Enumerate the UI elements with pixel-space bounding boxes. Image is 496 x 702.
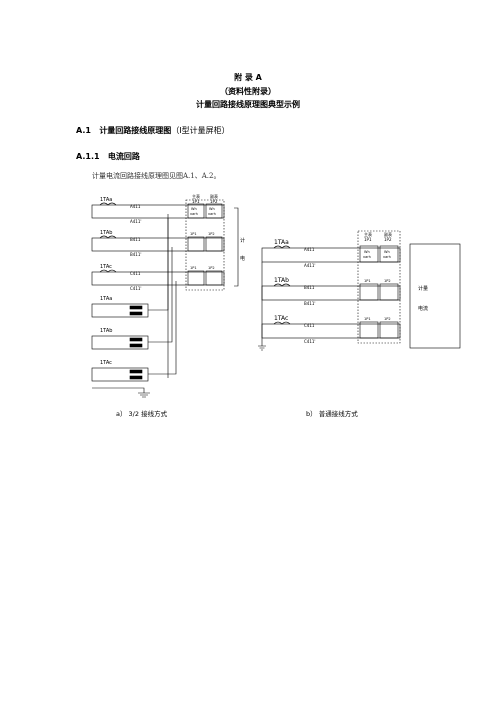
- meter-term: 1P1: [364, 279, 371, 283]
- appendix-nature: （资料性附录）: [220, 87, 276, 96]
- side-label: 电流: [418, 305, 428, 312]
- section-note: （I型计量屏柜）: [171, 126, 230, 135]
- wire-label: A411': [304, 263, 315, 268]
- side-label: 电: [240, 255, 245, 262]
- wire-label: B411': [304, 301, 315, 306]
- wire-label: C411': [304, 339, 316, 344]
- meter-term: 1P2: [384, 279, 391, 283]
- ct-label: 1TAc: [274, 315, 288, 322]
- wire-label: C411': [130, 286, 142, 291]
- meter-term: 1P2: [208, 266, 215, 270]
- wire-label: B411: [130, 237, 141, 242]
- section-a11-heading: A.1.1 电流回路: [76, 151, 140, 162]
- wire-label: C411: [304, 323, 315, 328]
- meter-term: 1P1: [190, 266, 197, 270]
- meter-text: varh: [190, 212, 198, 216]
- ct-label: 1TAc: [100, 264, 112, 270]
- caption-b: b） 普通接线方式: [306, 410, 358, 418]
- diagram-b-schematic: 主表 1P1 副表 1P2 1TAa A411 A411' 1TAb B411 …: [258, 230, 461, 351]
- col-header-sub: 副表: [384, 231, 392, 237]
- meter-text: varh: [383, 255, 391, 259]
- ct-group-lower: 1TAa 1TAb 1TAc: [91, 296, 149, 382]
- ct-group-c: 1TAc C411 C411': [91, 264, 225, 291]
- ct-label: 1TAb: [100, 230, 112, 236]
- side-label: 计量: [418, 285, 428, 292]
- appendix-heading: 附 录 A: [234, 73, 262, 82]
- meter-term: 1P1: [190, 232, 197, 236]
- wire-label: C411: [130, 271, 141, 276]
- wire-label: A411: [304, 247, 315, 252]
- meter-text: Wh: [364, 250, 370, 254]
- col-header-main-id: 1P1: [192, 199, 200, 204]
- meter-text: varh: [363, 255, 371, 259]
- ct-group-c: 1TAc C411 C411': [261, 315, 401, 344]
- meter-text: Wh: [191, 207, 197, 211]
- wire-label: A411: [130, 204, 141, 209]
- col-header-sub-id: 1P2: [210, 199, 218, 204]
- meter-text: varh: [208, 212, 216, 216]
- meter-term: 1P2: [208, 232, 215, 236]
- wire-label: B411: [304, 285, 315, 290]
- col-header-main: 主表: [364, 231, 372, 237]
- col-header-sub-id: 1P2: [384, 237, 392, 242]
- section-title: 电流回路: [107, 152, 140, 161]
- side-label: 计: [240, 237, 245, 244]
- body-paragraph: 计量电流回路接线原理图见图A.1、A.2。: [92, 172, 221, 180]
- meter-block: Wh varh Wh varh 1P1 1P2 1P1 1P2: [357, 230, 401, 344]
- section-number: A.1: [76, 126, 91, 135]
- meter-term: 1P1: [364, 317, 371, 321]
- diagram-a-schematic: 主表 1P1 副表 1P2 1TAa A411 A411' 1TAb B411 …: [91, 193, 245, 398]
- section-number: A.1.1: [76, 152, 100, 161]
- ct-label: 1TAa: [100, 197, 112, 203]
- col-header-sub: 副表: [210, 193, 218, 199]
- ct-label: 1TAa: [100, 296, 112, 302]
- caption-a: a） 3/2 接线方式: [116, 410, 168, 418]
- meter-text: Wh: [209, 207, 215, 211]
- ct-label: 1TAb: [100, 328, 112, 334]
- meter-text: Wh: [384, 250, 390, 254]
- ct-label: 1TAc: [100, 360, 112, 366]
- ct-group-a: 1TAa A411 A411': [261, 239, 401, 268]
- section-a1-heading: A.1 计量回路接线原理图（I型计量屏柜）: [76, 125, 230, 136]
- meter-term: 1P2: [384, 317, 391, 321]
- wire-label: B411': [130, 252, 141, 257]
- ct-label: 1TAa: [274, 239, 289, 246]
- wire-label: A411': [130, 219, 141, 224]
- meter-block: Wh varh Wh varh 1P1 1P2 1P1 1P2: [185, 199, 225, 291]
- appendix-title: 计量回路接线原理图典型示例: [196, 100, 300, 109]
- col-header-main: 主表: [192, 193, 200, 199]
- ct-label: 1TAb: [274, 277, 289, 284]
- section-title: 计量回路接线原理图: [99, 126, 172, 135]
- col-header-main-id: 1P1: [364, 237, 372, 242]
- ct-group-b: 1TAb B411 B411': [261, 277, 401, 306]
